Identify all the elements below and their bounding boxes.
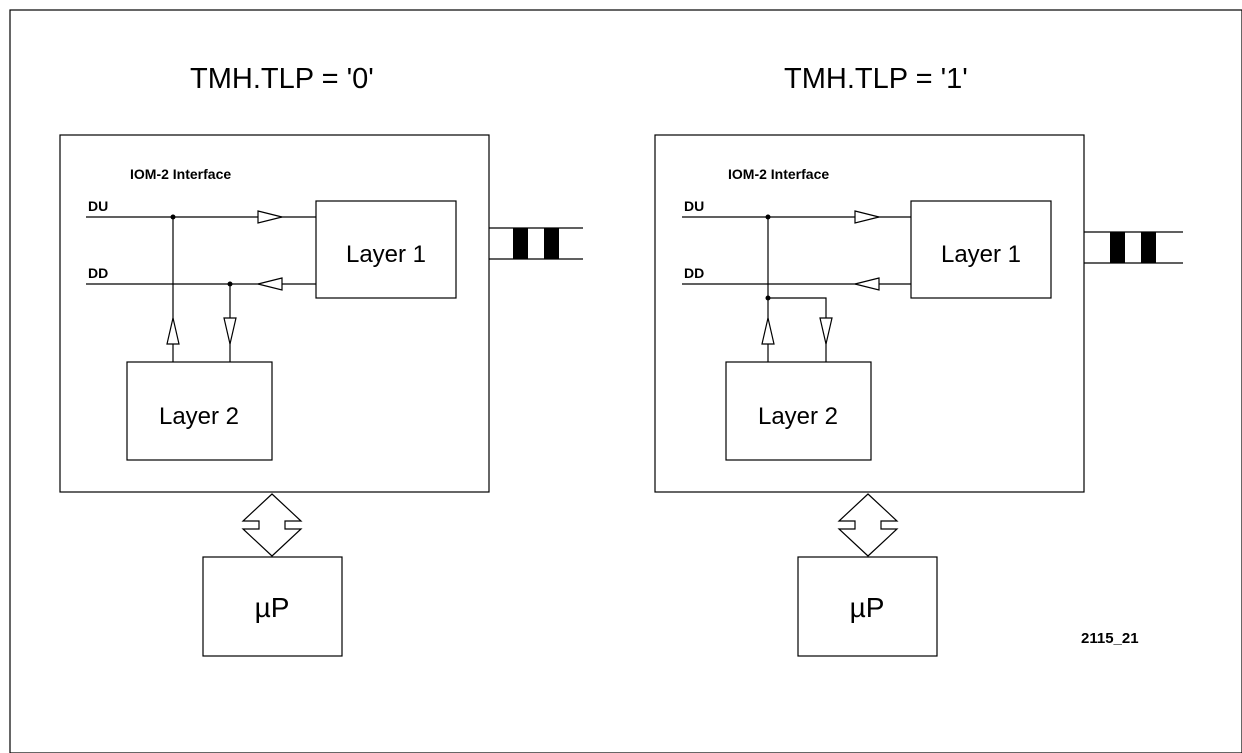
left-up-box: [202, 556, 343, 657]
right-interface-label: IOM-2 Interface: [728, 166, 829, 182]
figure-code: 2115_21: [1081, 630, 1139, 647]
left-diagram: TMH.TLP = '0' IOM-2 Interface DU DD Laye…: [59, 63, 583, 657]
right-dd-arrow: [854, 277, 880, 291]
right-du-arrow: [854, 210, 880, 224]
left-dd-label: DD: [88, 265, 108, 281]
left-bus-arrow: [241, 493, 303, 557]
left-du-label: DU: [88, 198, 108, 214]
right-up-box: [797, 556, 938, 657]
left-dd-arrow: [257, 277, 283, 291]
left-layer2-label: Layer 2: [159, 403, 239, 430]
left-chip-box: [59, 134, 490, 493]
right-title: TMH.TLP = '1': [784, 63, 968, 95]
right-down-arrow: [819, 317, 833, 345]
right-layer2-box: [725, 361, 872, 461]
left-layer1-label: Layer 1: [346, 241, 426, 268]
left-transformer-bar-2: [544, 228, 559, 259]
right-up-arrow: [761, 317, 775, 345]
right-bus-arrow: [837, 493, 899, 557]
left-transformer-bar-1: [513, 228, 528, 259]
left-down-arrow: [223, 317, 237, 345]
right-transformer-bar-2: [1141, 232, 1156, 263]
right-layer1-box: [910, 200, 1052, 299]
outer-frame: [9, 9, 1242, 753]
left-layer1-box: [315, 200, 457, 299]
left-up-label: µP: [255, 592, 290, 623]
right-transformer-bar-1: [1110, 232, 1125, 263]
left-du-arrow: [257, 210, 283, 224]
left-interface-label: IOM-2 Interface: [130, 166, 231, 182]
left-title: TMH.TLP = '0': [190, 63, 374, 95]
left-up-arrow: [166, 317, 180, 345]
right-layer2-label: Layer 2: [758, 403, 838, 430]
right-diagram: TMH.TLP = '1' IOM-2 Interface DU DD Laye…: [654, 63, 1183, 657]
right-layer1-label: Layer 1: [941, 241, 1021, 268]
right-dd-label: DD: [684, 265, 704, 281]
left-layer2-box: [126, 361, 273, 461]
right-up-label: µP: [850, 592, 885, 623]
right-du-label: DU: [684, 198, 704, 214]
